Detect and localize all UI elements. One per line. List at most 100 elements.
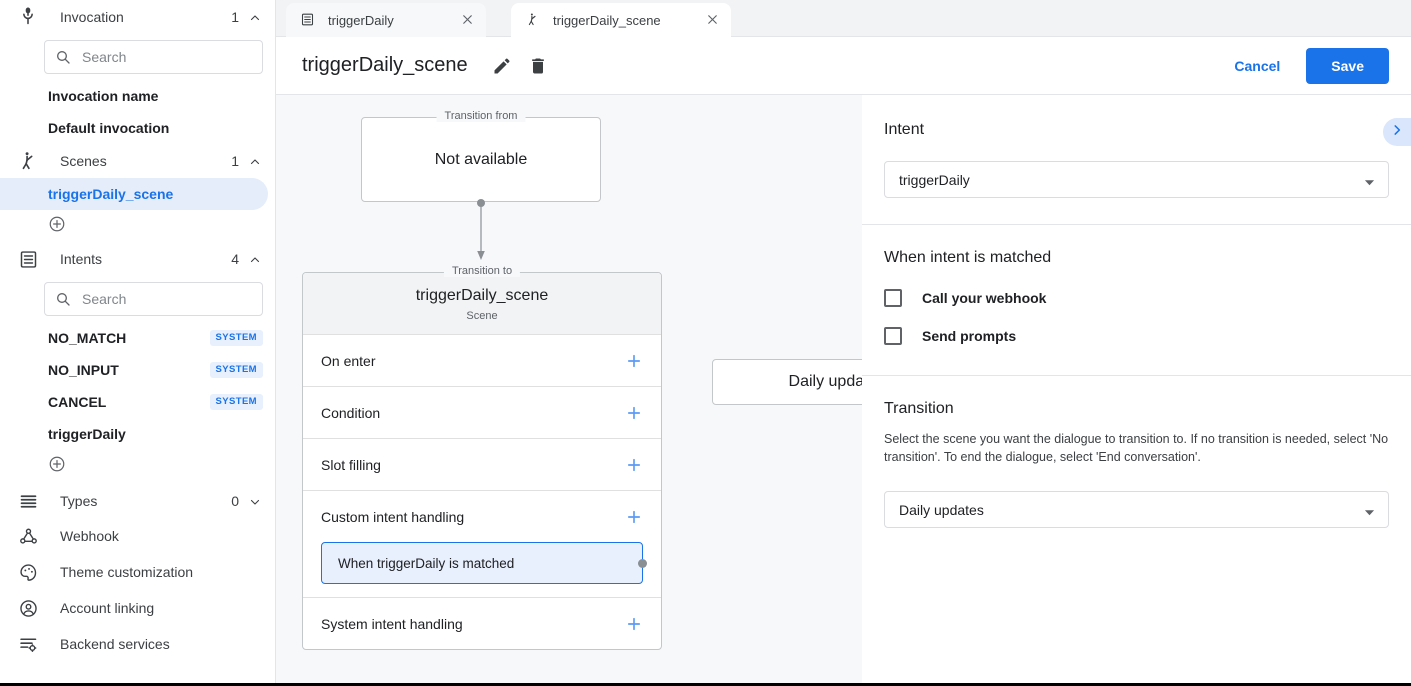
slot-label: System intent handling (321, 615, 463, 632)
sidebar-item-webhook[interactable]: Webhook (0, 518, 275, 554)
send-prompts-checkbox[interactable] (884, 327, 902, 345)
transition-from-legend: Transition from (436, 110, 526, 122)
plus-icon[interactable] (625, 456, 643, 474)
slot-on-enter: On enter (303, 335, 661, 387)
invocation-search-input[interactable] (82, 49, 252, 65)
slot-header[interactable]: System intent handling (321, 598, 643, 649)
sidebar-group-scenes[interactable]: Scenes 1 (0, 144, 275, 178)
close-icon[interactable] (705, 12, 721, 28)
plus-icon[interactable] (625, 404, 643, 422)
scene-graph-canvas[interactable]: Transition from Not available Transition… (276, 95, 862, 683)
add-intent-button[interactable] (0, 450, 275, 482)
status-badge: SYSTEM (209, 394, 263, 410)
transition-heading: Transition (884, 400, 954, 417)
add-scene-button[interactable] (0, 210, 275, 242)
sidebar-group-types[interactable]: Types 0 (0, 484, 275, 518)
plus-icon[interactable] (625, 615, 643, 633)
slot-custom-intent-handling: Custom intent handling When triggerDaily… (303, 491, 661, 598)
properties-panel: Intent triggerDaily When intent is match… (862, 95, 1411, 683)
intents-search-box[interactable] (44, 282, 263, 316)
send-prompts-row[interactable]: Send prompts (884, 327, 1389, 345)
matched-heading: When intent is matched (884, 249, 1052, 266)
transition-from-node[interactable]: Transition from Not available (361, 110, 601, 202)
sidebar-item-label: triggerDaily (48, 426, 126, 442)
tab-strip: triggerDaily triggerDaily_scene (276, 0, 1411, 37)
slot-condition: Condition (303, 387, 661, 439)
transition-description: Select the scene you want the dialogue t… (884, 432, 1389, 465)
slot-header[interactable]: Custom intent handling (321, 491, 643, 542)
intent-handler-label: When triggerDaily is matched (338, 555, 515, 571)
sidebar-item-cancel[interactable]: CANCEL SYSTEM (0, 386, 275, 418)
transition-select[interactable]: Daily updates (884, 491, 1389, 529)
tab-label: triggerDaily (328, 12, 394, 28)
sidebar-group-label: Scenes (60, 153, 107, 169)
scenes-icon (16, 149, 40, 173)
sidebar-group-invocation[interactable]: Invocation 1 (0, 0, 275, 34)
transition-target-value: Daily updates (788, 373, 862, 390)
edge-from-to-scene (477, 199, 485, 260)
slot-header[interactable]: On enter (321, 335, 643, 386)
slot-label: Slot filling (321, 456, 381, 473)
sidebar-group-label: Types (60, 493, 98, 509)
plus-icon[interactable] (625, 508, 643, 526)
sidebar-item-backend-services[interactable]: Backend services (0, 626, 275, 662)
scene-node-subtitle: Scene (466, 310, 498, 322)
sidebar-item-no-match[interactable]: NO_MATCH SYSTEM (0, 322, 275, 354)
sidebar-item-account-linking[interactable]: Account linking (0, 590, 275, 626)
slot-header[interactable]: Slot filling (321, 439, 643, 490)
types-icon (16, 489, 40, 513)
page-title: triggerDaily_scene (302, 54, 468, 76)
intent-select[interactable]: triggerDaily (884, 161, 1389, 198)
intents-search-input[interactable] (82, 291, 252, 307)
transition-section: Transition Select the scene you want the… (862, 376, 1411, 554)
intent-heading: Intent (884, 121, 925, 138)
search-icon (55, 49, 71, 65)
sidebar-item-no-input[interactable]: NO_INPUT SYSTEM (0, 354, 275, 386)
intent-handler-item[interactable]: When triggerDaily is matched (321, 542, 647, 584)
sidebar-item-label: Theme customization (60, 564, 194, 580)
sidebar-item-label: triggerDaily_scene (48, 186, 174, 202)
sidebar-group-label: Invocation (60, 9, 124, 25)
chevron-up-icon (249, 11, 261, 23)
intents-search-wrap (0, 276, 275, 322)
cancel-button[interactable]: Cancel (1222, 49, 1292, 83)
sidebar-item-label: NO_MATCH (48, 330, 127, 346)
plus-icon[interactable] (625, 352, 643, 370)
invocation-search-wrap (0, 34, 275, 80)
trash-icon[interactable] (528, 56, 548, 76)
close-icon[interactable] (460, 12, 476, 28)
sidebar-item-triggerdaily-scene[interactable]: triggerDaily_scene (0, 178, 268, 210)
intent-section: Intent triggerDaily (862, 95, 1411, 225)
save-button[interactable]: Save (1306, 47, 1389, 84)
collapse-panel-button[interactable] (1383, 118, 1411, 146)
slot-label: Custom intent handling (321, 508, 465, 525)
sidebar-group-count: 0 (231, 493, 239, 509)
sidebar-group-intents[interactable]: Intents 4 (0, 242, 275, 276)
sidebar-group-count: 4 (231, 251, 239, 267)
sidebar-item-triggerdaily[interactable]: triggerDaily (0, 418, 275, 450)
page-header: triggerDaily_scene Cancel Save (276, 37, 1411, 95)
status-badge: SYSTEM (209, 330, 263, 346)
sidebar-item-label: Invocation name (48, 88, 159, 104)
chevron-down-icon (1364, 505, 1375, 515)
scene-node-name: triggerDaily_scene (415, 287, 549, 304)
tab-triggerdaily[interactable]: triggerDaily (286, 3, 486, 37)
plus-circle-icon (48, 455, 66, 478)
pencil-icon[interactable] (492, 56, 512, 76)
invocation-search-box[interactable] (44, 40, 263, 74)
scene-node-header: triggerDaily_scene Scene (303, 273, 661, 335)
slot-system-intent-handling: System intent handling (303, 598, 661, 649)
tab-triggerdaily-scene[interactable]: triggerDaily_scene (511, 3, 731, 37)
sidebar-item-invocation-name[interactable]: Invocation name (0, 80, 275, 112)
call-webhook-row[interactable]: Call your webhook (884, 289, 1389, 307)
slot-header[interactable]: Condition (321, 387, 643, 438)
transition-target-node[interactable]: Transition to Daily updates (712, 359, 862, 405)
call-webhook-checkbox[interactable] (884, 289, 902, 307)
left-sidebar: Invocation 1 Invocation name Default inv… (0, 0, 276, 683)
sidebar-item-theme-customization[interactable]: Theme customization (0, 554, 275, 590)
bottom-edge-bar (0, 683, 1411, 686)
sidebar-item-default-invocation[interactable]: Default invocation (0, 112, 275, 144)
status-badge: SYSTEM (209, 362, 263, 378)
when-intent-matched-section: When intent is matched Call your webhook… (862, 225, 1411, 376)
